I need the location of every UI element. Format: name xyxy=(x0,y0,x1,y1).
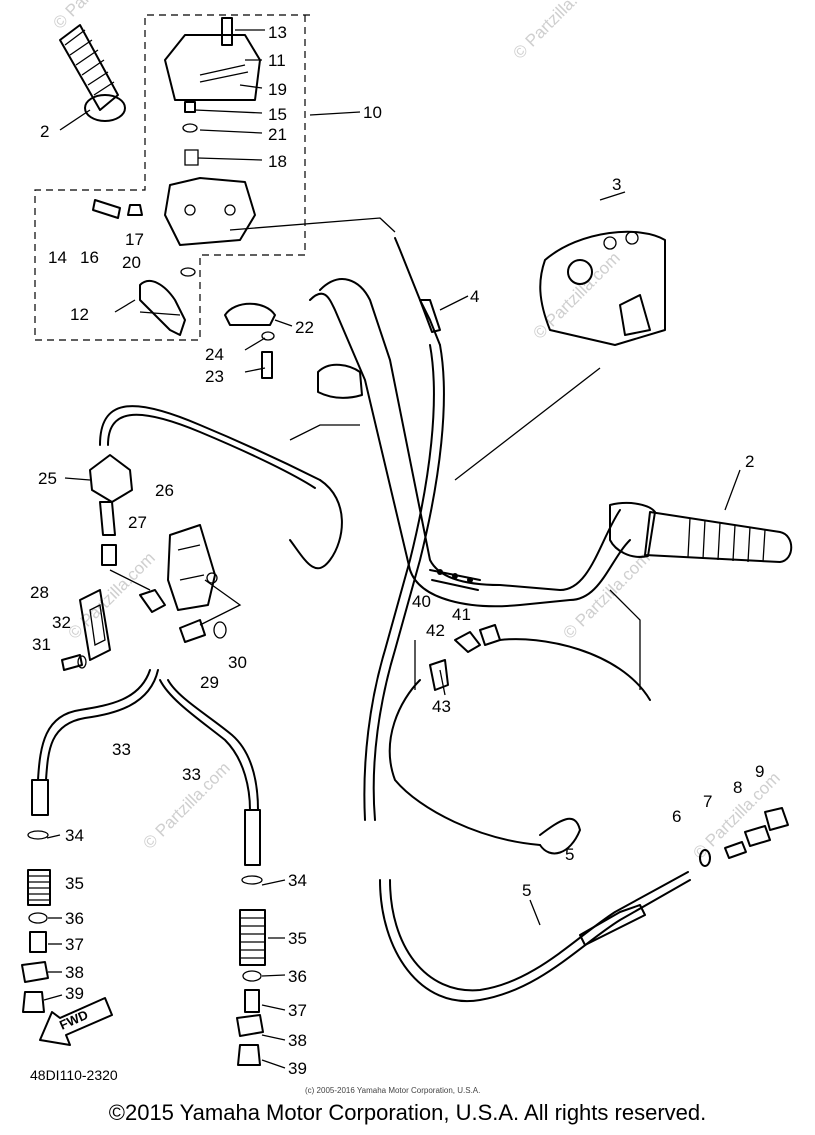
clamp-22 xyxy=(224,302,276,379)
switch-assembly-box xyxy=(34,14,310,341)
svg-text:FWD: FWD xyxy=(57,1007,90,1033)
callout-8: 8 xyxy=(733,778,742,797)
callout-38-right: 38 xyxy=(288,1031,307,1050)
callout-39-right: 39 xyxy=(288,1059,307,1078)
callout-13: 13 xyxy=(268,23,287,42)
callout-26: 26 xyxy=(155,481,174,500)
callouts: 13 11 19 15 21 18 10 2 14 16 17 20 12 22… xyxy=(30,23,764,1078)
callout-6: 6 xyxy=(672,807,681,826)
callout-11: 11 xyxy=(268,51,286,70)
choke-lever xyxy=(139,267,196,336)
right-grip xyxy=(609,502,793,563)
callout-5-upper: 5 xyxy=(565,845,574,864)
callout-40: 40 xyxy=(412,592,431,611)
callout-43: 43 xyxy=(432,697,451,716)
callout-33-right: 33 xyxy=(182,765,201,784)
callout-4: 4 xyxy=(470,287,479,306)
left-spring-stack xyxy=(21,779,51,1013)
callout-5-lower: 5 xyxy=(522,881,531,900)
handlebar xyxy=(309,278,631,608)
callout-41: 41 xyxy=(452,605,471,624)
small-copyright-notice: (c) 2005-2016 Yamaha Motor Corporation, … xyxy=(305,1086,480,1095)
right-switch-housing xyxy=(539,230,666,346)
callout-16: 16 xyxy=(80,248,99,267)
small-fasteners xyxy=(61,589,227,671)
callout-37-right: 37 xyxy=(288,1001,307,1020)
callout-2-right: 2 xyxy=(745,452,754,471)
callout-39-left: 39 xyxy=(65,984,84,1003)
copyright-text: ©2015 Yamaha Motor Corporation, U.S.A. A… xyxy=(108,1100,707,1125)
callout-22: 22 xyxy=(295,318,314,337)
diagram-code: 48DI110-2320 xyxy=(30,1067,118,1083)
callout-23: 23 xyxy=(205,367,224,386)
callout-9: 9 xyxy=(755,762,764,781)
brake-hose xyxy=(99,405,343,570)
master-cylinder xyxy=(89,454,133,566)
screw-14 xyxy=(92,199,143,219)
callout-32: 32 xyxy=(52,613,71,632)
callout-42: 42 xyxy=(426,621,445,640)
brake-cable-5 xyxy=(379,871,691,1003)
rear-brake-hoses xyxy=(37,669,259,811)
connector-lines xyxy=(109,217,641,690)
adjuster-parts xyxy=(699,807,789,867)
callout-19: 19 xyxy=(268,80,287,99)
callout-30: 30 xyxy=(228,653,247,672)
svg-text:© Partzilla.com: © Partzilla.com xyxy=(509,0,603,63)
callout-18: 18 xyxy=(268,152,287,171)
callout-12: 12 xyxy=(70,305,89,324)
callout-27: 27 xyxy=(128,513,147,532)
watermarks: © Partzilla.com © Partzilla.com © Partzi… xyxy=(49,0,783,863)
left-grip xyxy=(59,24,126,122)
plate-28 xyxy=(79,589,111,661)
callout-25: 25 xyxy=(38,469,57,488)
svg-text:© Partzilla.com: © Partzilla.com xyxy=(64,548,158,642)
brake-switch xyxy=(167,524,218,611)
starter-cable xyxy=(388,624,651,855)
callout-34-left: 34 xyxy=(65,826,84,845)
callout-31: 31 xyxy=(32,635,51,654)
callout-29: 29 xyxy=(200,673,219,692)
callout-10: 10 xyxy=(363,103,382,122)
callout-33-left: 33 xyxy=(112,740,131,759)
callout-35-right: 35 xyxy=(288,929,307,948)
callout-36-right: 36 xyxy=(288,967,307,986)
callout-3: 3 xyxy=(612,175,621,194)
callout-2-left: 2 xyxy=(40,122,49,141)
callout-21: 21 xyxy=(268,125,287,144)
switch-lower-housing xyxy=(164,101,256,246)
right-spring-stack xyxy=(236,809,266,1066)
callout-38-left: 38 xyxy=(65,963,84,982)
leader-lines xyxy=(43,29,741,1069)
callout-37-left: 37 xyxy=(65,935,84,954)
callout-17: 17 xyxy=(125,230,144,249)
callout-36-left: 36 xyxy=(65,909,84,928)
svg-text:© Partzilla.com: © Partzilla.com xyxy=(49,0,143,33)
callout-15: 15 xyxy=(268,105,287,124)
fwd-arrow: FWD xyxy=(39,997,113,1046)
callout-7: 7 xyxy=(703,792,712,811)
callout-14: 14 xyxy=(48,248,67,267)
callout-35-left: 35 xyxy=(65,874,84,893)
callout-34-right: 34 xyxy=(288,871,307,890)
callout-20: 20 xyxy=(122,253,141,272)
callout-28: 28 xyxy=(30,583,49,602)
callout-24: 24 xyxy=(205,345,224,364)
throttle-cable xyxy=(363,237,445,821)
